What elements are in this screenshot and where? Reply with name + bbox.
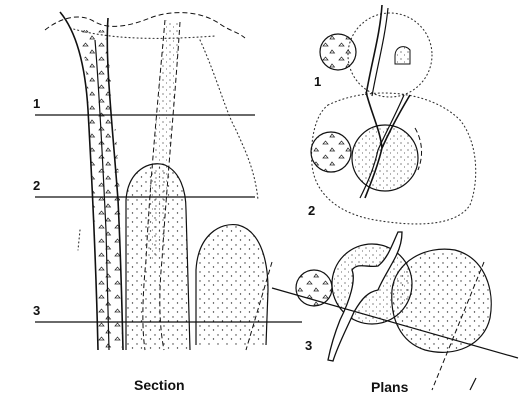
plan-1-intrusion bbox=[395, 47, 410, 64]
plan-1-dotted-halo bbox=[348, 13, 432, 97]
plan-3-intrusion-large bbox=[392, 249, 491, 352]
level-label-1: 1 bbox=[33, 96, 40, 111]
aureole-dotted-left bbox=[78, 230, 80, 250]
plan-2: 2 bbox=[308, 92, 476, 224]
plan-1: 1 bbox=[314, 5, 432, 97]
plan-label-2: 2 bbox=[308, 203, 315, 218]
section-view: 1 2 3 Section bbox=[33, 12, 302, 393]
plan-3-fault-tick bbox=[470, 378, 476, 390]
plan-label-1: 1 bbox=[314, 74, 321, 89]
section-caption: Section bbox=[134, 377, 185, 393]
plan-1-dike bbox=[366, 5, 382, 95]
plan-3-pipe bbox=[296, 270, 332, 306]
plans-view: 1 2 3 Plans bbox=[272, 5, 518, 395]
plan-2-pipe bbox=[311, 132, 351, 172]
aureole-dotted bbox=[200, 40, 258, 200]
plan-3: 3 bbox=[272, 232, 518, 390]
level-label-2: 2 bbox=[33, 178, 40, 193]
plan-1-pipe bbox=[320, 34, 356, 70]
plans-caption: Plans bbox=[371, 379, 409, 395]
intrusion-right bbox=[196, 225, 268, 345]
plan-label-3: 3 bbox=[305, 338, 312, 353]
level-label-3: 3 bbox=[33, 303, 40, 318]
surface-line bbox=[45, 13, 245, 38]
